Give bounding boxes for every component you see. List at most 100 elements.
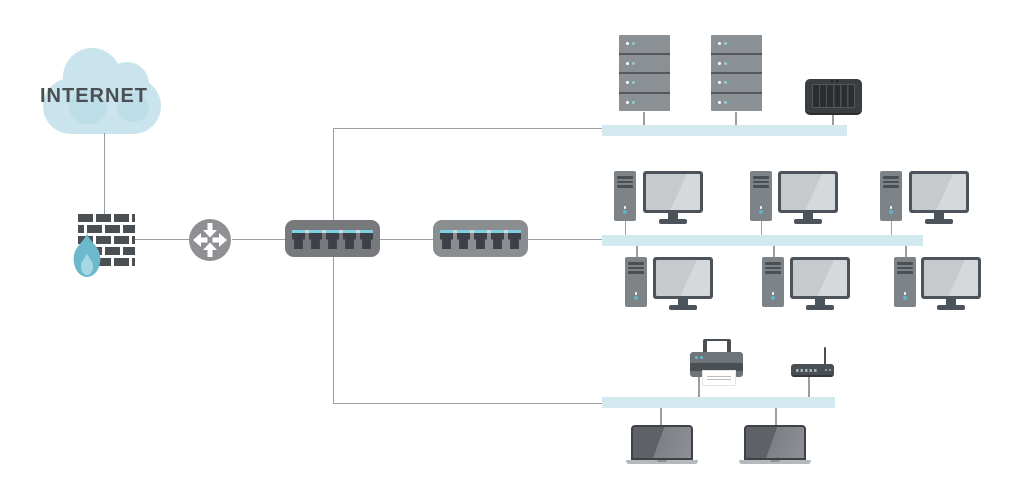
link-switch1-up (332, 128, 334, 220)
monitor-base (937, 305, 965, 310)
monitor-frame (790, 257, 850, 299)
laptop-screen (631, 425, 693, 460)
printer-tray-paper (707, 341, 727, 353)
monitor-base (806, 305, 834, 310)
peripheral-lan-bus (602, 397, 835, 408)
monitor-base (659, 219, 687, 224)
pc-4-monitor (653, 257, 713, 310)
monitor-neck (934, 213, 944, 219)
pc-6-monitor (921, 257, 981, 310)
cloud-shade-right (117, 92, 149, 122)
ethernet-port-icon (508, 230, 521, 249)
link-server1-drop (643, 112, 645, 126)
monitor-frame (643, 171, 703, 213)
monitor-base (925, 219, 953, 224)
ethernet-port-icon (457, 230, 470, 249)
link-pc4-drop (636, 245, 638, 258)
monitor-neck (678, 299, 688, 305)
monitor-screen (793, 260, 847, 296)
link-pc2-drop (760, 221, 762, 236)
printer-icon (690, 339, 743, 389)
monitor-frame (653, 257, 713, 299)
access-point-dots (825, 369, 827, 371)
laptop-notch (770, 460, 780, 462)
flame-icon (73, 233, 101, 277)
access-point-leds (796, 369, 818, 372)
laptop-base (626, 460, 698, 464)
monitor-screen (781, 174, 835, 210)
pc-3-tower (880, 171, 902, 221)
link-pc1-drop (624, 221, 626, 236)
link-internet-firewall (103, 133, 105, 214)
server-unit (711, 93, 762, 111)
ethernet-port-icon (491, 230, 504, 249)
router-icon (189, 219, 231, 261)
monitor-neck (946, 299, 956, 305)
ethernet-port-icon (326, 230, 339, 249)
link-pc6-drop (905, 245, 907, 258)
laptop-notch (657, 460, 667, 462)
link-switch2-workstation-lan (528, 238, 602, 240)
pc-4-tower (625, 257, 647, 307)
ethernet-port-icon (309, 230, 322, 249)
server-unit (711, 54, 762, 72)
laptop-base (739, 460, 811, 464)
access-point-icon (791, 347, 834, 377)
monitor-screen (646, 174, 700, 210)
workstation-lan-bus (602, 235, 923, 246)
laptop-2 (739, 425, 811, 464)
switch-1 (285, 220, 380, 257)
printer-band (690, 363, 743, 371)
pc-6-tower (894, 257, 916, 307)
link-pc3-drop (890, 221, 892, 236)
nas-drive-bays (812, 84, 855, 108)
monitor-screen (656, 260, 710, 296)
link-server2-drop (735, 112, 737, 126)
server-unit (619, 54, 670, 72)
server-unit (619, 74, 670, 92)
monitor-screen (912, 174, 966, 210)
link-nas-drop (832, 115, 834, 126)
pc-1-monitor (643, 171, 703, 224)
ethernet-port-icon (360, 230, 373, 249)
server-lan-bus (602, 125, 847, 136)
printer-led-dots (695, 356, 698, 359)
firewall-brick-row (78, 247, 135, 255)
antenna (824, 347, 826, 365)
monitor-screen (924, 260, 978, 296)
firewall-icon (78, 214, 135, 266)
cloud-shade-left (69, 90, 107, 124)
switch-1-ports (292, 230, 373, 249)
server-rack-2 (711, 35, 762, 111)
link-pc5-drop (773, 245, 775, 258)
monitor-frame (778, 171, 838, 213)
monitor-frame (921, 257, 981, 299)
internet-cloud-icon (43, 48, 163, 136)
pc-1-tower (614, 171, 636, 221)
server-rack-1 (619, 35, 670, 111)
switch-2-ports (440, 230, 521, 249)
pc-5-monitor (790, 257, 850, 310)
server-unit (619, 35, 670, 53)
link-switch1-peripheral-lan (332, 402, 603, 404)
pc-5-tower (762, 257, 784, 307)
link-firewall-router (135, 238, 189, 240)
monitor-neck (815, 299, 825, 305)
firewall-brick-row (78, 236, 135, 244)
monitor-base (669, 305, 697, 310)
link-switch1-server-lan (332, 127, 603, 129)
monitor-frame (909, 171, 969, 213)
link-printer-drop (698, 377, 700, 398)
firewall-brick-row (78, 225, 135, 233)
printer-output-paper (702, 370, 736, 386)
internet-label: INTERNET (40, 85, 148, 107)
pc-3-monitor (909, 171, 969, 224)
server-unit (711, 74, 762, 92)
link-router-switch1 (232, 238, 285, 240)
link-laptop1-drop (660, 407, 662, 427)
monitor-neck (803, 213, 813, 219)
laptop-screen (744, 425, 806, 460)
firewall-brick-row (78, 214, 135, 222)
ethernet-port-icon (440, 230, 453, 249)
firewall-brick-row (78, 258, 135, 266)
